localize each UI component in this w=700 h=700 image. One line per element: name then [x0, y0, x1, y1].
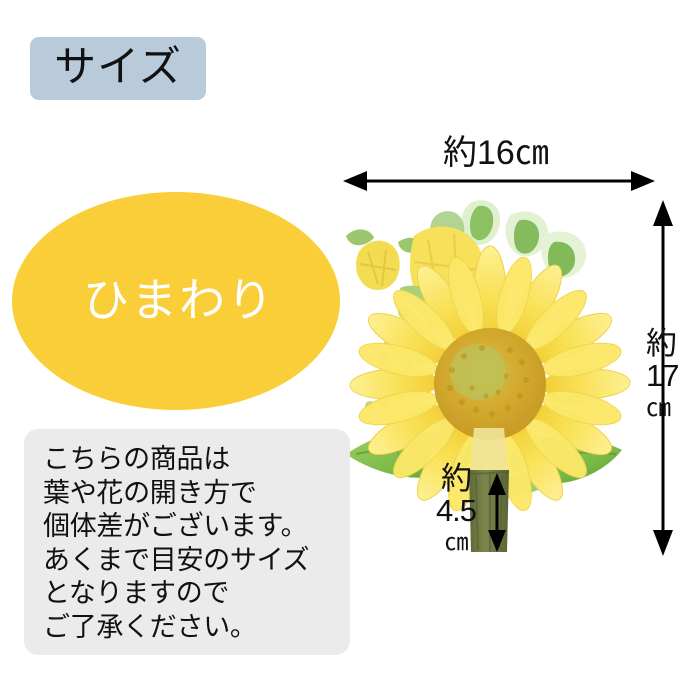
disclaimer-line: となりますので	[43, 578, 230, 608]
product-name-ellipse: ひまわり	[12, 192, 340, 410]
disclaimer-line: あくまで目安のサイズ	[43, 544, 310, 575]
width-measurement-label: 約16㎝	[443, 134, 549, 172]
height-measurement-label: 約 17 ㎝	[646, 328, 692, 424]
stem-measurement-unit: ㎝	[444, 529, 469, 556]
stem-measurement-prefix: 約	[441, 461, 472, 496]
disclaimer-line: 葉や花の開き方で	[43, 477, 257, 508]
width-arrow	[343, 171, 655, 191]
disclaimer-line: こちらの商品は	[43, 444, 230, 474]
disclaimer-note: こちらの商品は 葉や花の開き方で 個体差がございます。 あくまで目安のサイズ と…	[24, 429, 350, 655]
product-name-label: ひまわり	[83, 274, 275, 326]
height-measurement-value: 17	[646, 358, 679, 393]
photo-sunflower-center	[434, 328, 546, 440]
stem-measurement-label: 約 4.5 ㎝	[419, 463, 493, 559]
height-measurement-prefix: 約	[646, 326, 677, 361]
size-heading-label: サイズ	[54, 43, 182, 90]
disclaimer-line: 個体差がございます。	[43, 511, 308, 541]
size-heading-badge: サイズ	[30, 37, 206, 100]
photo-sunflower-petals-front	[358, 256, 622, 512]
stem-measurement-value: 4.5	[435, 493, 477, 528]
disclaimer-line: ご了承ください。	[43, 611, 257, 642]
height-measurement-unit: ㎝	[646, 394, 671, 422]
